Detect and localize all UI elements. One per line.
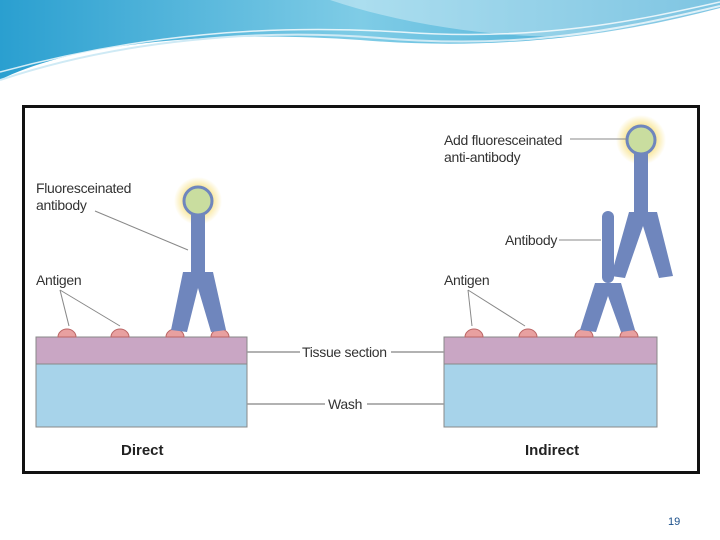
shared-leader-lines [247, 351, 444, 405]
page-number: 19 [668, 516, 681, 528]
direct-leader-lines [59, 210, 189, 327]
header-wave-decoration [0, 0, 720, 81]
fluoresceinated-label-line2: antibody [36, 197, 87, 213]
direct-tissue-section [35, 336, 248, 365]
tissue-section-label: Tissue section [302, 344, 387, 360]
direct-wash-layer [35, 363, 248, 428]
direct-title: Direct [121, 442, 164, 459]
diagram-graphic [35, 115, 673, 428]
indirect-title: Indirect [525, 442, 580, 459]
fluoresceinated-antibody-label: Fluoresceinated antibody [36, 180, 131, 214]
direct-antigens [57, 328, 230, 338]
wash-label: Wash [328, 396, 363, 412]
indirect-leader-lines [467, 138, 627, 327]
indirect-wash-layer [443, 363, 658, 428]
indirect-tissue-section [443, 336, 658, 365]
antibody-label: Antibody [505, 232, 558, 248]
figure-frame: Fluoresceinated antibody Antigen Direct … [22, 105, 700, 474]
indirect-primary-antibody [580, 211, 635, 332]
add-label-line1: Add fluoresceinated [444, 132, 563, 148]
direct-fluoresceinated-antibody [171, 177, 226, 332]
indirect-antigens [464, 328, 639, 338]
indirect-antigen-label: Antigen [444, 272, 490, 288]
indirect-anti-antibody [611, 115, 673, 278]
direct-antigen-label: Antigen [36, 272, 82, 288]
fluoresceinated-label-line1: Fluoresceinated [36, 180, 132, 196]
add-fluoresceinated-label: Add fluoresceinated anti-antibody [444, 132, 562, 166]
add-label-line2: anti-antibody [444, 149, 521, 165]
